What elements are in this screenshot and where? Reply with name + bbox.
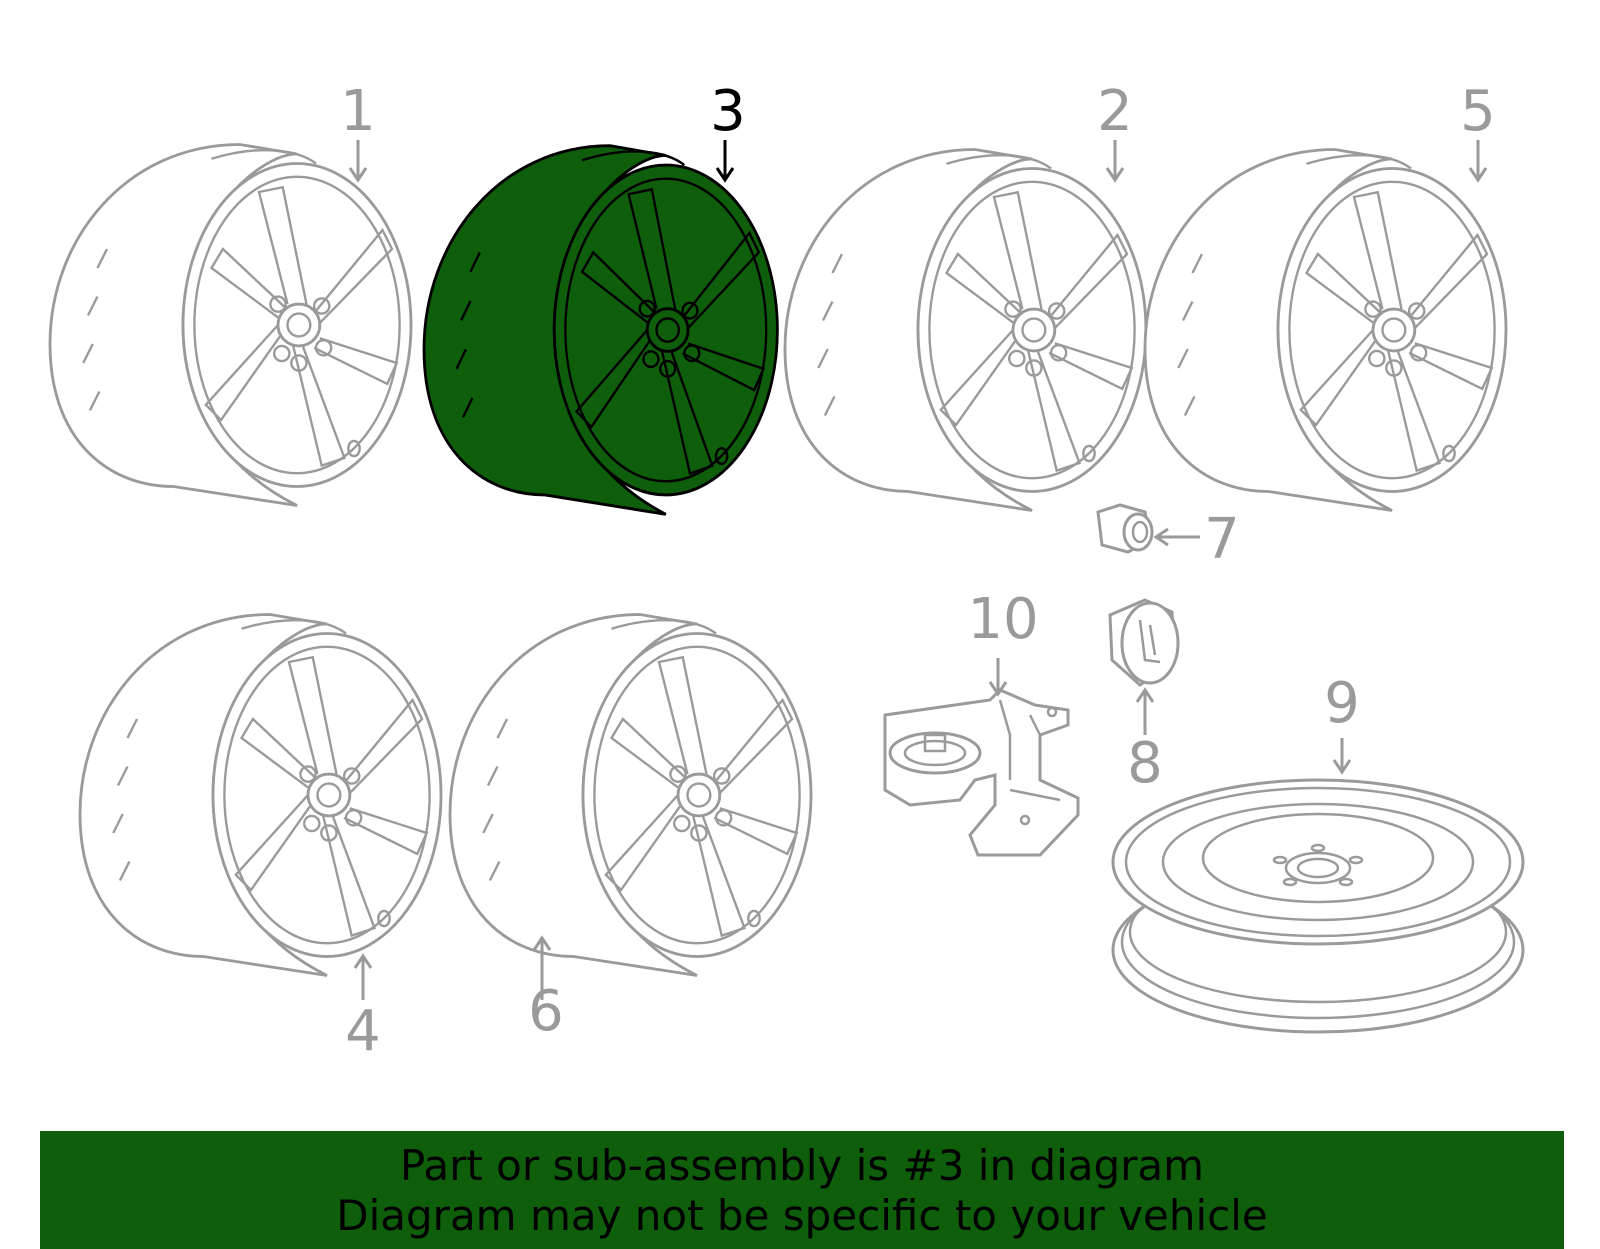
callout-2: 2 [1097, 79, 1133, 144]
info-banner: Part or sub-assembly is #3 in diagram Di… [40, 1131, 1564, 1249]
callout-5: 5 [1460, 79, 1496, 144]
banner-line-part: Part or sub-assembly is #3 in diagram [399, 1141, 1205, 1190]
spare-bracket-part-10[interactable] [883, 688, 1080, 857]
callout-9: 9 [1324, 671, 1360, 736]
wheel-part-5[interactable] [1143, 148, 1508, 512]
lug-nut-part-7[interactable] [1096, 503, 1154, 554]
callout-6: 6 [528, 979, 564, 1044]
center-cap-part-8[interactable] [1108, 598, 1180, 687]
callout-7: 7 [1204, 507, 1240, 572]
callout-10: 10 [967, 587, 1038, 652]
wheel-part-6[interactable] [448, 613, 813, 977]
wheel-part-4[interactable] [78, 613, 443, 977]
wheel-part-2[interactable] [783, 148, 1148, 512]
wheel-part-3[interactable] [422, 144, 779, 516]
banner-line-disclaimer: Diagram may not be specific to your vehi… [336, 1191, 1268, 1240]
wheel-part-1[interactable] [48, 143, 413, 507]
leader-lines [348, 140, 1488, 1000]
callout-4: 4 [345, 999, 381, 1064]
callout-8: 8 [1127, 731, 1163, 796]
callout-3: 3 [710, 79, 746, 144]
spare-wheel-part-9[interactable] [1111, 778, 1525, 1034]
callout-1: 1 [340, 79, 376, 144]
